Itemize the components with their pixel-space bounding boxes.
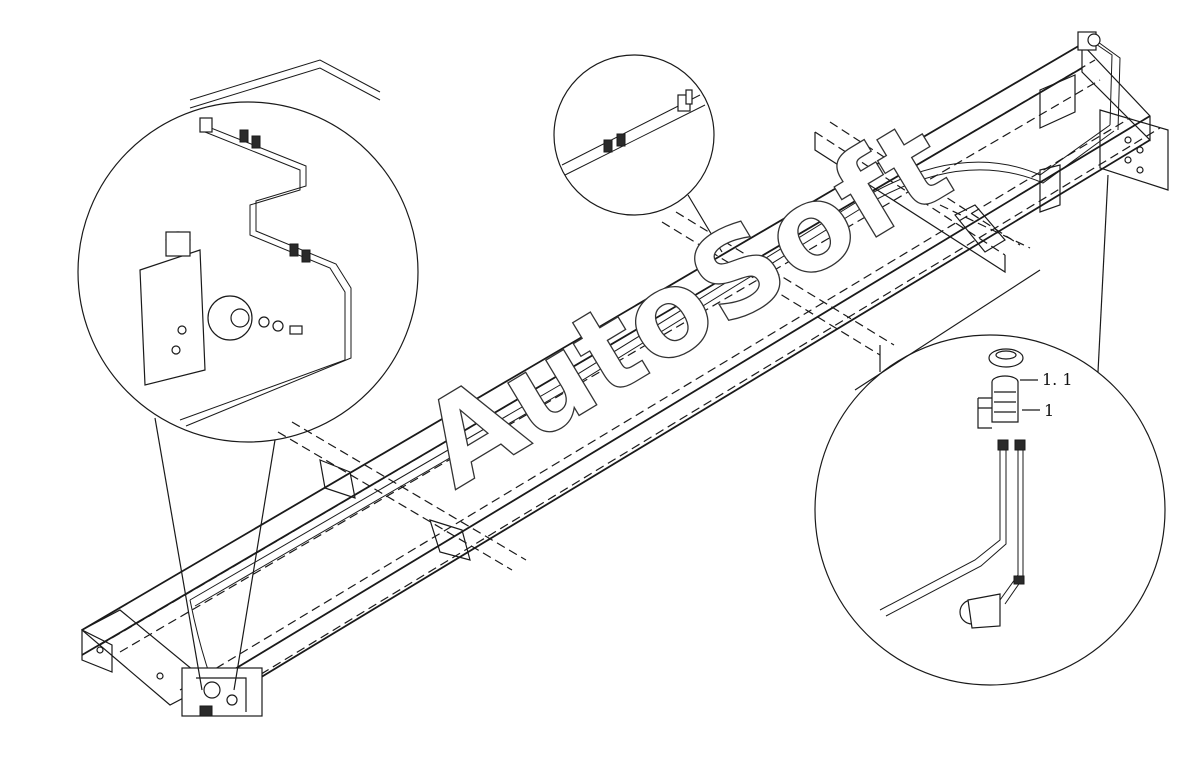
- detail-view-reservoir: 1. 1 1: [814, 174, 1166, 686]
- callout-1-1: 1. 1: [1042, 370, 1073, 389]
- callout-1: 1: [1044, 401, 1054, 420]
- detail-view-pipe-union: [553, 54, 723, 253]
- crossmembers: [277, 121, 1031, 571]
- detail-view-steering-gear: [77, 59, 419, 691]
- pipe-run: [189, 31, 1121, 691]
- steering-gear-assembly: [181, 667, 263, 717]
- watermark-text: AutoSoft: [398, 94, 972, 514]
- mount-bracket: [1039, 74, 1076, 213]
